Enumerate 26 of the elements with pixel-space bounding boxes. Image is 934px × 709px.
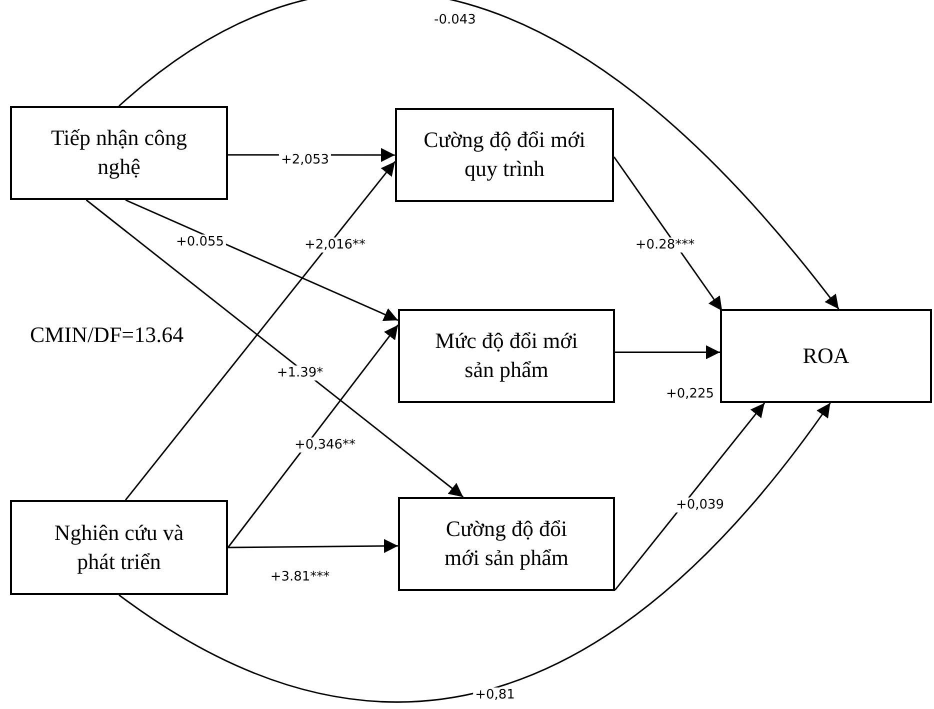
arrow <box>613 156 723 312</box>
construct-box <box>10 106 228 200</box>
node-label: Mức độ đổi mới sản phẩm <box>434 327 579 384</box>
node-label: ROA <box>802 342 850 370</box>
construct-box <box>395 108 614 202</box>
arrow <box>615 345 720 360</box>
arrow <box>125 199 398 322</box>
outcome-box <box>720 309 932 403</box>
node-label: Nghiên cứu và phát triển <box>53 518 185 576</box>
path-coefficient: +2,053 <box>278 152 332 168</box>
arrow <box>614 402 766 591</box>
node-label: Cường độ đổi mới sản phẩm <box>443 515 570 572</box>
node-label: Cường độ đổi mới quy trình <box>423 126 586 183</box>
construct-box <box>398 309 615 403</box>
arrow <box>227 324 399 548</box>
construct-box <box>398 497 615 591</box>
arrow <box>228 539 398 554</box>
node-label: Tiếp nhận công nghệ <box>50 124 188 181</box>
arrow <box>118 0 840 310</box>
arrow <box>118 402 831 702</box>
arrow <box>86 199 464 498</box>
path-coefficient: +0,039 <box>674 498 726 512</box>
path-coefficient: +0,81 <box>473 688 517 702</box>
construct-box <box>10 500 228 595</box>
arrow <box>124 161 396 500</box>
fit-index-note: CMIN/DF=13.64 <box>30 322 184 348</box>
